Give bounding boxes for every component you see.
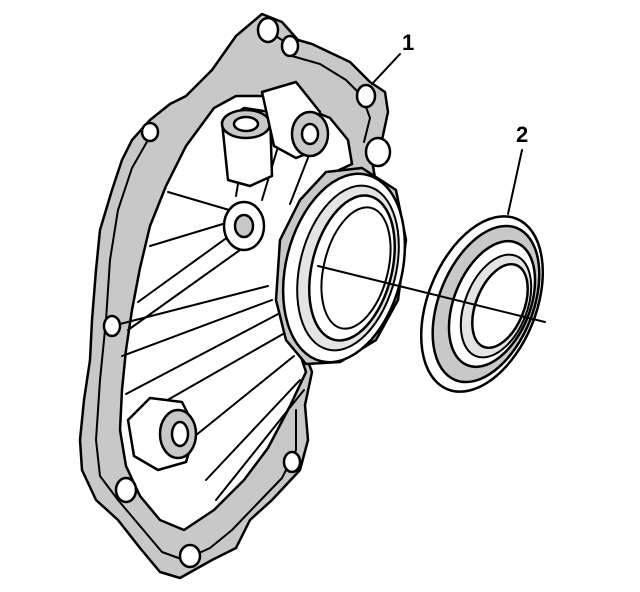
bolt-hole [282,450,302,474]
callout-2: 2 [507,122,528,215]
top-tube-hole [232,115,260,133]
seal-bore [274,166,408,366]
lower-left-boss-hole [170,420,190,448]
upper-right-boss-hole [300,122,320,146]
seal-bore [471,262,529,350]
bolt-hole [178,543,202,569]
callout-1-leader [371,53,401,85]
bolt-hole [364,136,392,168]
callout-2-label: 2 [516,122,528,147]
bolt-hole [256,16,280,44]
callout-2-leader [507,149,523,215]
callout-1-label: 1 [402,30,414,55]
output-seal [419,215,545,393]
callout-1: 1 [371,30,414,85]
flange-bolt-holes [102,16,392,569]
housing-ribs [119,109,319,501]
center-boss-hole [233,213,255,239]
bolt-hole [355,83,377,109]
seal-bore-inner-edge [320,206,392,330]
bolt-hole [102,314,122,338]
bolt-hole [114,476,138,504]
bolt-hole [280,34,300,58]
assembly-centerline [317,265,546,323]
seal-bore-inner-ring [308,194,396,342]
housing-cover [78,12,408,580]
bolt-hole [140,121,160,143]
